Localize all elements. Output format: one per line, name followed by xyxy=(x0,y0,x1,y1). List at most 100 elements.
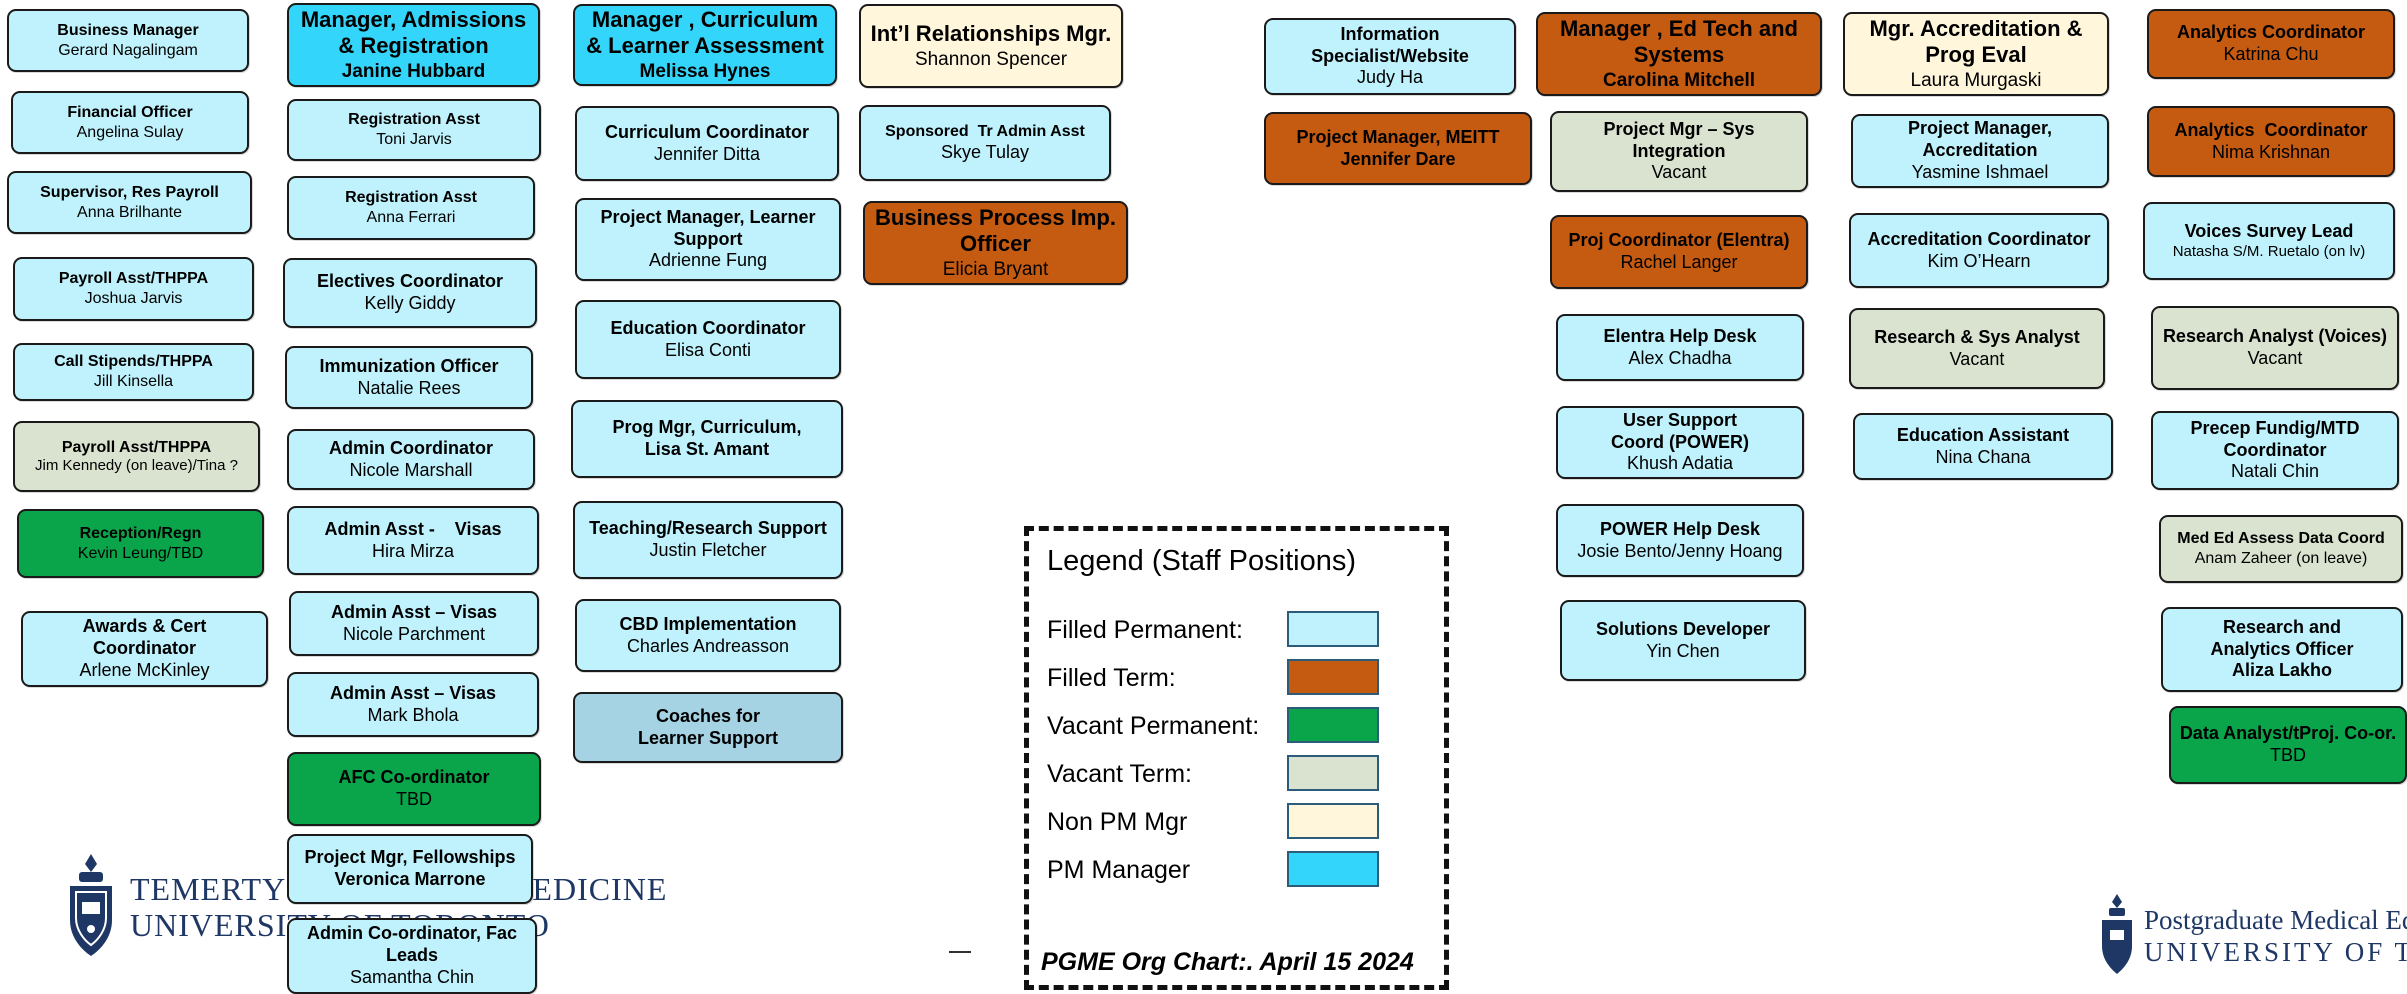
org-box-payroll-asst-2: Payroll Asst/THPPA Jim Kennedy (on leave… xyxy=(13,421,260,492)
legend-swatch-pm-manager xyxy=(1287,851,1379,887)
position-title: Research Analyst (Voices) xyxy=(2162,326,2388,347)
position-title: Coaches for xyxy=(655,705,761,726)
staff-name: Kevin Leung/TBD xyxy=(77,544,204,562)
position-title: Solutions Developer xyxy=(1595,618,1771,639)
position-title: Registration Asst xyxy=(345,189,477,207)
staff-name: Melissa Hynes xyxy=(639,61,771,83)
position-title: Voices Survey Lead xyxy=(2184,220,2354,241)
org-box-intl-relationships-mgr: Int’l Relationships Mgr. Shannon Spencer xyxy=(859,4,1123,88)
org-box-med-ed-assess-data-coord: Med Ed Assess Data Coord Anam Zaheer (on… xyxy=(2159,515,2403,583)
position-title: Admin Asst – Visas xyxy=(329,682,497,703)
stray-dash xyxy=(949,951,971,953)
staff-name: Learner Support xyxy=(637,727,779,748)
org-box-curriculum-coordinator: Curriculum Coordinator Jennifer Ditta xyxy=(575,106,839,181)
staff-name: Jim Kennedy (on leave)/Tina ? xyxy=(35,457,238,475)
staff-name: Kim O’Hearn xyxy=(1927,250,2031,271)
position-title: Precep Fundig/MTD Coordinator xyxy=(2190,417,2360,460)
position-title: Electives Coordinator xyxy=(316,271,504,292)
org-box-precep-fundig-coordinator: Precep Fundig/MTD Coordinator Natali Chi… xyxy=(2151,411,2399,490)
staff-name: Nima Krishnan xyxy=(2211,141,2331,162)
uoft-crest-icon xyxy=(2102,894,2132,974)
org-box-reception: Reception/Regn Kevin Leung/TBD xyxy=(17,509,264,578)
position-title: Financial Officer xyxy=(67,103,193,121)
position-title: Registration Asst xyxy=(348,111,480,129)
org-box-manager-admissions: Manager, Admissions & Registration Janin… xyxy=(287,3,540,87)
legend-label-filled-term: Filled Term: xyxy=(1047,664,1176,692)
position-title: Proj Coordinator (Elentra) xyxy=(1568,230,1790,251)
position-title: Business Manager xyxy=(57,21,199,39)
org-box-admin-coordinator: Admin Coordinator Nicole Marshall xyxy=(287,429,535,490)
position-title: Immunization Officer xyxy=(319,355,499,376)
legend-swatch-vacant-permanent xyxy=(1287,707,1379,743)
org-box-analytics-coordinator-2: Analytics Coordinator Nima Krishnan xyxy=(2147,106,2395,177)
position-title: Awards & Cert Coordinator xyxy=(82,616,207,659)
staff-name: Yin Chen xyxy=(1646,640,1720,661)
staff-name: Vacant xyxy=(2247,348,2303,368)
staff-name: Vacant xyxy=(1651,162,1707,183)
staff-name: Hira Mirza xyxy=(371,540,454,561)
staff-name: Adrienne Fung xyxy=(648,250,768,271)
position-title: Project Mgr, Fellowships xyxy=(304,847,516,868)
position-title: Manager , Ed Tech and Systems xyxy=(1560,15,1798,68)
staff-name: Aliza Lakho xyxy=(2231,660,2333,681)
org-box-elentra-help-desk: Elentra Help Desk Alex Chadha xyxy=(1556,314,1804,381)
staff-name: Skye Tulay xyxy=(940,141,1030,162)
org-box-awards-cert: Awards & Cert Coordinator Arlene McKinle… xyxy=(21,611,268,687)
legend-label-non-pm-mgr: Non PM Mgr xyxy=(1047,808,1188,836)
org-box-prog-mgr-curriculum: Prog Mgr, Curriculum, Lisa St. Amant xyxy=(571,400,843,478)
position-title: Curriculum Coordinator xyxy=(604,121,809,142)
staff-name: Nicole Parchment xyxy=(342,623,486,644)
org-box-payroll-asst-1: Payroll Asst/THPPA Joshua Jarvis xyxy=(13,257,254,321)
org-box-project-manager-accreditation: Project Manager, Accreditation Yasmine I… xyxy=(1851,114,2109,188)
position-title: Elentra Help Desk xyxy=(1603,325,1757,346)
org-box-education-assistant: Education Assistant Nina Chana xyxy=(1853,413,2113,480)
org-box-admin-asst-visas-1: Admin Asst - Visas Hira Mirza xyxy=(287,506,539,575)
staff-name: Vacant xyxy=(1949,348,2005,369)
staff-name: TBD xyxy=(396,789,432,809)
org-box-data-analyst-proj-coor: Data Analyst/tProj. Co-or. TBD xyxy=(2169,706,2407,784)
position-title: Teaching/Research Support xyxy=(589,518,827,539)
staff-name: Anam Zaheer (on leave) xyxy=(2194,550,2368,567)
position-title: Analytics Coordinator xyxy=(2176,22,2366,43)
staff-name: Khush Adatia xyxy=(1626,453,1734,474)
position-title: Admin Asst - Visas xyxy=(324,518,502,539)
legend-box: Legend (Staff Positions) Filled Permanen… xyxy=(1024,526,1449,990)
org-box-project-mgr-sys-integration: Project Mgr – Sys Integration Vacant xyxy=(1550,111,1808,192)
staff-name: Anna Brilhante xyxy=(77,203,182,221)
staff-name: Elisa Conti xyxy=(664,339,752,360)
staff-name: Laura Murgaski xyxy=(1910,70,2042,92)
org-box-admin-coord-fac-leads: Admin Co-ordinator, Fac Leads Samantha C… xyxy=(287,918,537,994)
org-box-financial-officer: Financial Officer Angelina Sulay xyxy=(11,91,249,154)
legend-label-pm-manager: PM Manager xyxy=(1047,856,1191,884)
position-title: POWER Help Desk xyxy=(1599,518,1761,539)
staff-name: TBD xyxy=(2270,745,2306,765)
position-title: Education Coordinator xyxy=(610,317,806,338)
org-box-electives-coordinator: Electives Coordinator Kelly Giddy xyxy=(283,258,537,328)
staff-name: Jennifer Ditta xyxy=(653,143,761,164)
org-box-teaching-research-support: Teaching/Research Support Justin Fletche… xyxy=(573,501,843,579)
org-box-solutions-developer: Solutions Developer Yin Chen xyxy=(1560,600,1806,681)
legend-swatch-filled-permanent xyxy=(1287,611,1379,647)
staff-name: Kelly Giddy xyxy=(364,293,456,313)
staff-name: Judy Ha xyxy=(1356,67,1424,88)
org-box-business-process-imp: Business Process Imp. Officer Elicia Bry… xyxy=(863,201,1128,285)
staff-name: Justin Fletcher xyxy=(649,540,767,560)
org-box-registration-asst-2: Registration Asst Anna Ferrari xyxy=(287,176,535,240)
org-box-project-mgr-fellowships: Project Mgr, Fellowships Veronica Marron… xyxy=(287,834,533,904)
position-title: Research & Sys Analyst xyxy=(1874,326,2080,347)
org-box-immunization-officer: Immunization Officer Natalie Rees xyxy=(285,346,533,409)
staff-name: Yasmine Ishmael xyxy=(1911,161,2049,182)
org-chart-date-footer: PGME Org Chart:. April 15 2024 xyxy=(1041,948,1414,976)
staff-name: Angelina Sulay xyxy=(76,123,184,141)
position-title: Admin Co-ordinator, Fac Leads xyxy=(306,923,517,966)
staff-name: Natali Chin xyxy=(2230,461,2320,482)
staff-name: Toni Jarvis xyxy=(376,131,452,148)
position-title: Reception/Regn xyxy=(79,524,202,542)
org-box-power-help-desk: POWER Help Desk Josie Bento/Jenny Hoang xyxy=(1556,504,1804,577)
position-title: Business Process Imp. Officer xyxy=(875,204,1116,257)
org-box-education-coordinator: Education Coordinator Elisa Conti xyxy=(575,300,841,379)
staff-name: Lisa St. Amant xyxy=(644,439,770,459)
position-title: Prog Mgr, Curriculum, xyxy=(612,417,802,438)
position-title: CBD Implementation xyxy=(619,613,797,634)
legend-title: Legend (Staff Positions) xyxy=(1047,545,1356,577)
